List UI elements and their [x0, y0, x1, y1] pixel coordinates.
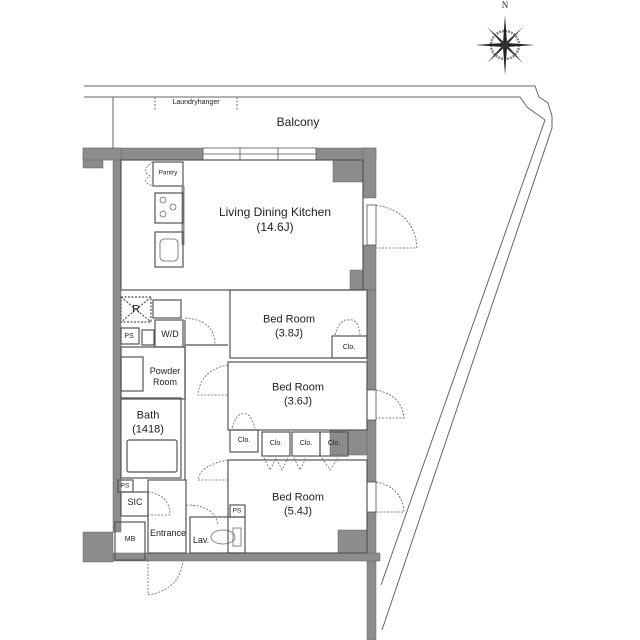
powder-room-line2: Room	[152, 376, 178, 387]
sic-label: SIC	[127, 496, 143, 507]
balcony-label: Balcony	[276, 115, 320, 130]
ldk-name: Living Dining Kitchen	[218, 205, 332, 220]
laundry-hanger-label: Laundryhanger	[172, 98, 220, 106]
entrance-label: Entrance	[149, 527, 187, 538]
closet-label-4: Clo.	[299, 439, 313, 447]
bedroom3-name: Bed Room	[272, 491, 324, 504]
meter-box-label: MB	[124, 535, 136, 543]
bedroom2-size: (3.6J)	[283, 395, 313, 408]
bath-size: (1418)	[132, 423, 164, 436]
powder-room-line1: Powder	[149, 365, 181, 376]
closet-label-3: Clo.	[269, 439, 283, 447]
pipe-space-label-1: PS	[124, 332, 134, 340]
washer-label: W/D	[161, 328, 179, 339]
compass-rose-icon	[475, 15, 535, 75]
bedroom3-size: (5.4J)	[283, 505, 313, 518]
bedroom1-size: (3.8J)	[274, 327, 304, 340]
bath-name: Bath	[136, 409, 160, 422]
closet-label-5: Clo.	[327, 439, 341, 447]
north-label: N	[501, 0, 509, 10]
closet-label-2: Clo.	[237, 436, 251, 444]
closet-label-1: Clo.	[342, 343, 356, 351]
bedroom2-name: Bed Room	[272, 381, 324, 394]
pipe-space-label-2: PS	[120, 482, 130, 490]
pipe-space-label-3: PS	[232, 507, 242, 515]
ldk-size: (14.6J)	[256, 220, 294, 235]
bedroom1-name: Bed Room	[263, 313, 315, 326]
refrigerator-label: R	[132, 303, 140, 316]
pantry-label: Pantry	[158, 169, 178, 177]
lavatory-label: Lav.	[192, 534, 210, 545]
